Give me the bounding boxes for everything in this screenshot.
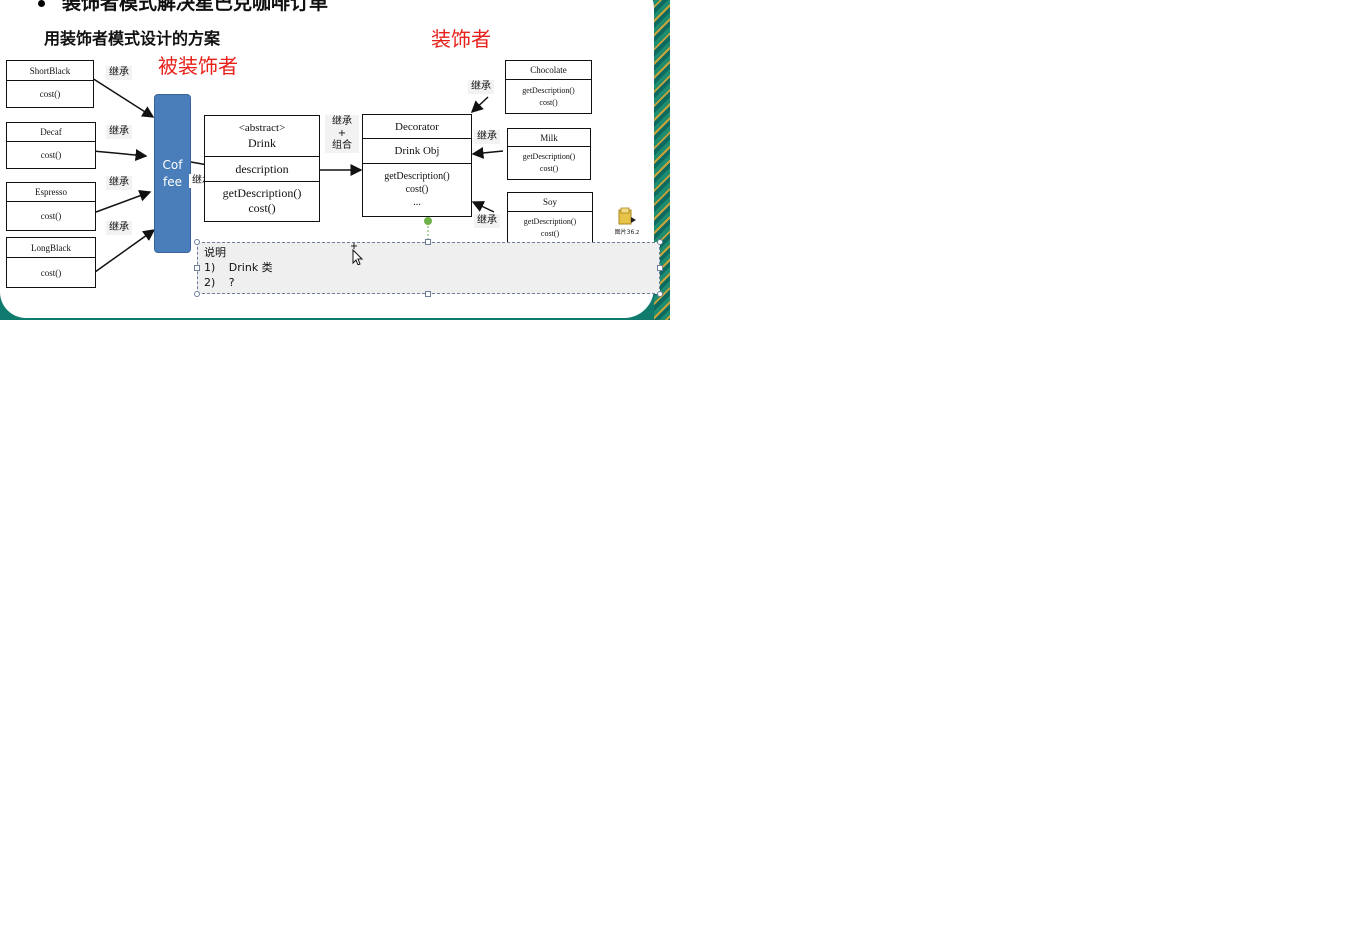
note-line-number: 1) xyxy=(204,261,216,274)
label-decorated: 被装饰者 xyxy=(158,54,238,78)
resize-handle-tr[interactable] xyxy=(657,239,663,245)
note-line-text: ? xyxy=(228,276,235,289)
class-method: cost() xyxy=(540,228,560,238)
decorator-field: Drink Obj xyxy=(363,139,471,164)
folder-file-icon xyxy=(618,207,636,225)
class-name: Milk xyxy=(508,129,590,147)
drink-methods: getDescription() cost() xyxy=(205,182,319,220)
tag-inherit: 继承 xyxy=(468,80,494,94)
class-shortblack: ShortBlack cost() xyxy=(6,60,94,108)
tag-inherit: 继承 xyxy=(106,66,132,80)
label-decorator: 装饰者 xyxy=(431,27,491,51)
class-method: cost() xyxy=(40,267,62,278)
file-item[interactable]: 图片36.z xyxy=(612,207,642,236)
drink-method: getDescription() xyxy=(222,186,302,200)
tag-inherit: 继承 xyxy=(106,125,132,139)
class-method: cost() xyxy=(539,164,559,173)
class-method: getDescription() xyxy=(522,152,576,161)
tag-plus: + xyxy=(337,128,347,139)
slide: 装饰者模式解决星巴克咖啡订单 用装饰者模式设计的方案 被装饰者 装饰者 Shor… xyxy=(0,0,670,320)
decorator-more: ... xyxy=(413,197,421,208)
drink-header: <abstract> Drink xyxy=(205,116,319,157)
tag-inherit: 继承 xyxy=(474,214,500,228)
note-textbox[interactable]: 说明 1) Drink 类 2) ? xyxy=(197,242,660,294)
class-method: cost() xyxy=(539,97,558,107)
decorator-methods: getDescription() cost() ... xyxy=(363,164,471,215)
class-decaf: Decaf cost() xyxy=(6,122,96,169)
bullet-icon xyxy=(38,0,45,7)
drink-method: cost() xyxy=(248,201,276,215)
class-method: getDescription() xyxy=(523,216,577,226)
class-longblack: LongBlack cost() xyxy=(6,237,96,288)
resize-handle-l[interactable] xyxy=(194,265,200,271)
class-method: cost() xyxy=(40,150,62,160)
class-method: getDescription() xyxy=(522,85,575,95)
note-heading: 说明 xyxy=(204,246,226,259)
file-label: 图片36.z xyxy=(614,229,640,236)
tag-inherit-compose: 继承 + 组合 xyxy=(325,115,359,153)
rotate-handle[interactable] xyxy=(424,217,432,225)
class-name: LongBlack xyxy=(7,238,95,258)
resize-handle-bl[interactable] xyxy=(194,291,200,297)
note-line-2: 2) ? xyxy=(204,275,653,290)
class-name: Decaf xyxy=(7,123,95,142)
decorator-name: Decorator xyxy=(363,115,471,139)
tag-inherit: 继承 xyxy=(474,130,500,144)
drink-name: Drink xyxy=(248,136,276,150)
note-line-number: 2) xyxy=(204,276,216,289)
class-name: Soy xyxy=(508,193,592,212)
class-methods: getDescription() cost() xyxy=(508,212,592,243)
mouse-cursor-icon xyxy=(351,243,364,265)
class-method: cost() xyxy=(40,211,62,221)
resize-handle-b[interactable] xyxy=(425,291,431,297)
note-line-text: Drink 类 xyxy=(228,261,273,274)
class-coffee: Cof fee xyxy=(154,94,191,253)
coffee-label-line2: fee xyxy=(163,174,182,189)
resize-handle-t[interactable] xyxy=(425,239,431,245)
class-decorator: Decorator Drink Obj getDescription() cos… xyxy=(362,114,472,217)
class-name: Chocolate xyxy=(506,61,591,80)
drink-stereotype: <abstract> xyxy=(238,122,286,134)
diagram-subtitle: 用装饰者模式设计的方案 xyxy=(44,29,221,48)
drink-field: description xyxy=(205,157,319,182)
tag-compose: 组合 xyxy=(332,140,352,151)
slide-title: 装饰者模式解决星巴克咖啡订单 xyxy=(62,0,329,14)
class-name: ShortBlack xyxy=(7,61,93,81)
tag-inherit: 继承 xyxy=(106,221,132,235)
class-milk: Milk getDescription() cost() xyxy=(507,128,591,180)
resize-handle-tl[interactable] xyxy=(194,239,200,245)
class-methods: getDescription() cost() xyxy=(506,80,591,113)
note-line-1: 1) Drink 类 xyxy=(204,260,653,275)
class-drink: <abstract> Drink description getDescript… xyxy=(204,115,320,222)
tag-inherit: 继承 xyxy=(332,116,352,127)
class-method: cost() xyxy=(39,89,61,99)
class-soy: Soy getDescription() cost() xyxy=(507,192,593,244)
coffee-label-line1: Cof xyxy=(162,157,183,172)
tag-inherit: 继承 xyxy=(106,176,132,190)
resize-handle-br[interactable] xyxy=(657,291,663,297)
decorator-method: getDescription() xyxy=(384,171,450,182)
class-chocolate: Chocolate getDescription() cost() xyxy=(505,60,592,114)
class-methods: getDescription() cost() xyxy=(508,147,590,179)
class-name: Espresso xyxy=(7,183,95,202)
decorator-method: cost() xyxy=(405,184,429,195)
class-espresso: Espresso cost() xyxy=(6,182,96,231)
resize-handle-r[interactable] xyxy=(657,265,663,271)
